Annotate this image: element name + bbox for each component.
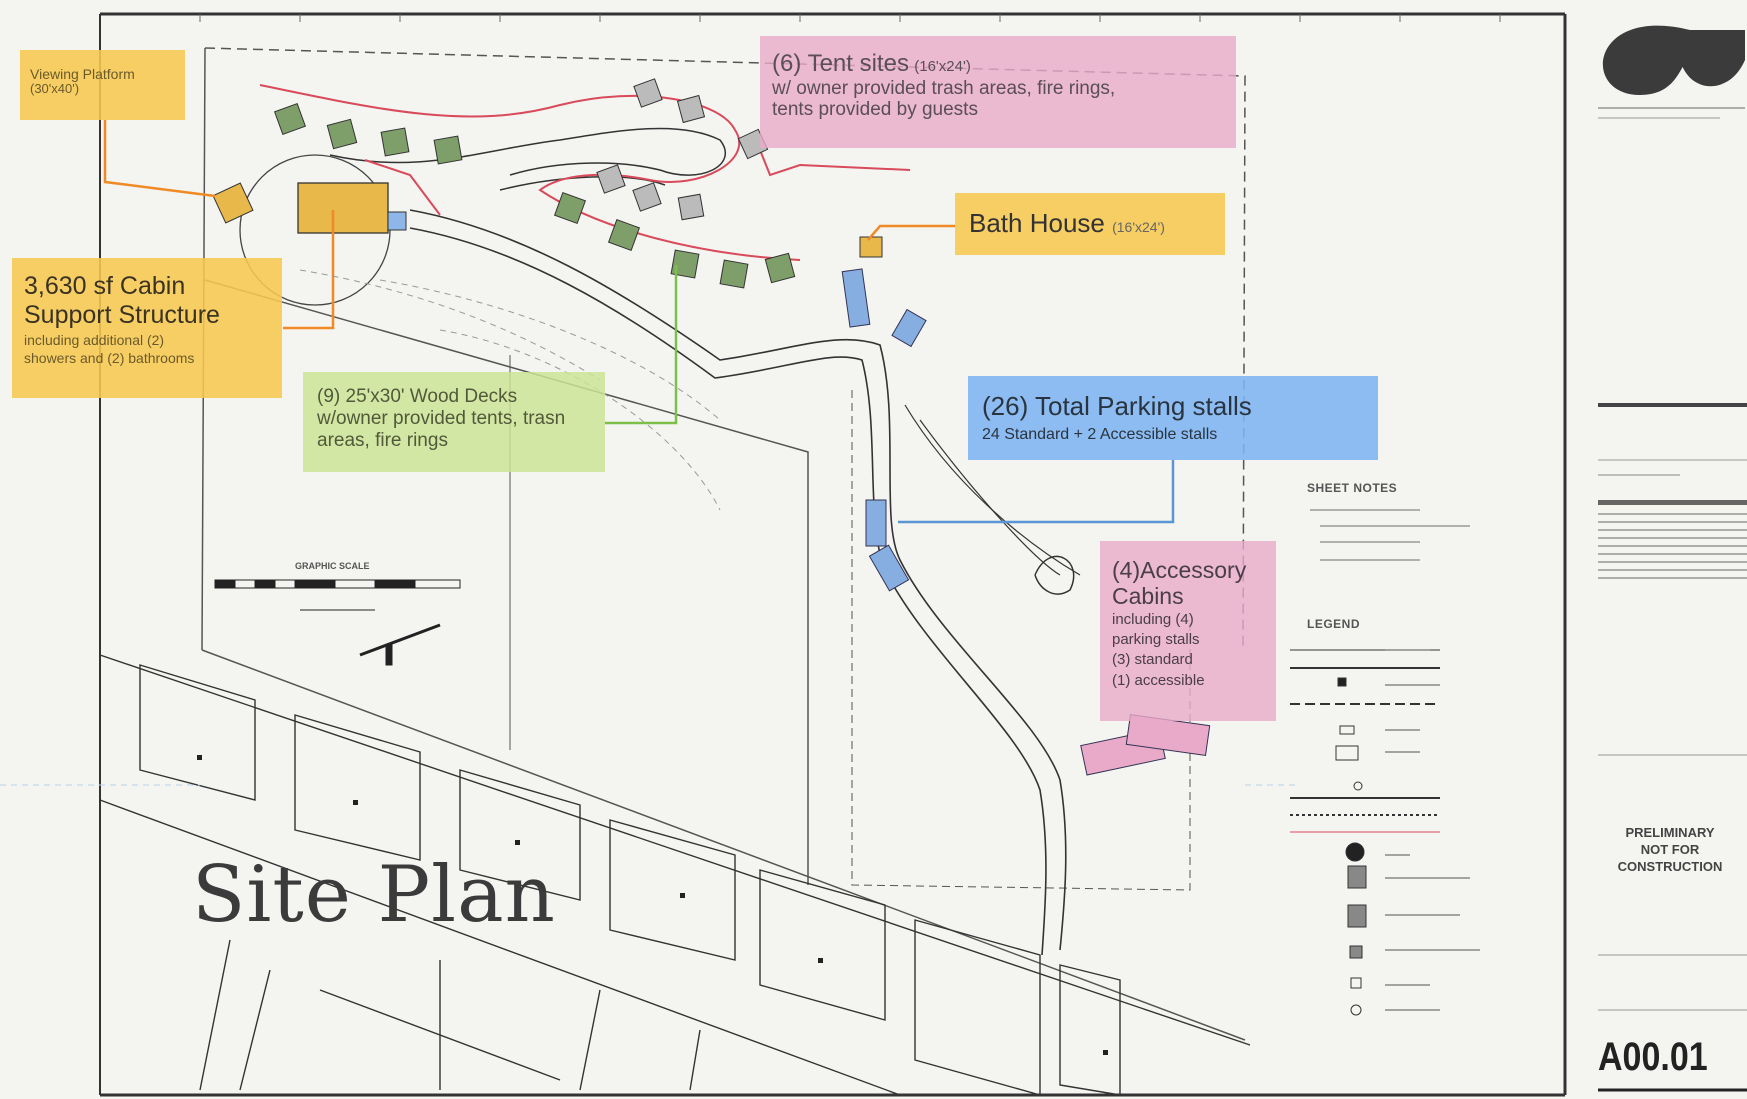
viewing-platform-dims: (30'x40') [30,81,80,97]
sheet-notes-lines [1310,509,1470,561]
bath-house-title: Bath House [969,208,1105,238]
viewing-platform-callout: Viewing Platform (30'x40') [20,50,185,120]
sheet-notes-heading: SHEET NOTES [1307,481,1398,495]
wood-decks-line3: areas, fire rings [317,429,448,451]
tent-sites-line2: tents provided by guests [772,99,978,121]
accessory-cabins-sub1: including (4) [1112,610,1194,628]
leader-lines [103,120,1175,524]
cabin-support-structure-footprint [297,182,389,234]
north-arrow-icon [359,623,441,666]
tent-sites-dims: (16'x24') [914,58,971,75]
sheet-frame [99,12,1567,1097]
graphic-scale-label: GRAPHIC SCALE [295,561,370,571]
bath-house-dims: (16'x24') [1112,219,1165,235]
legend-symbols [1290,649,1440,1016]
parking-stalls [841,268,1211,776]
preliminary-stamp: PRELIMINARY NOT FOR CONSTRUCTION [1595,825,1745,876]
preliminary-line2: NOT FOR [1640,841,1700,857]
sheet-title: Site Plan [192,850,556,940]
cabin-support-sub2: showers and (2) bathrooms [24,349,195,366]
viewing-platform-footprint [212,182,254,224]
cabin-support-line2: Support Structure [24,300,220,329]
cabin-support-callout: 3,630 sf Cabin Support Structure includi… [12,258,282,398]
tent-sites-title: (6) Tent sites [772,50,909,77]
tent-sites-line1: w/ owner provided trash areas, fire ring… [772,77,1116,99]
graphic-scale [214,579,461,611]
preliminary-line1: PRELIMINARY [1625,825,1715,840]
viewing-platform-title: Viewing Platform [30,66,135,82]
accessory-cabins-line2: Cabins [1112,583,1184,610]
wood-decks-line1: (9) 25'x30' Wood Decks [317,386,518,407]
preliminary-line3: CONSTRUCTION [1617,858,1723,874]
accessory-cabins-line1: (4)Accessory [1112,557,1247,583]
cabin-support-sub1: including additional (2) [24,331,165,348]
accessory-cabins-sub2: parking stalls [1112,631,1200,649]
wood-decks-callout: (9) 25'x30' Wood Decks w/owner provided … [303,372,605,472]
contour-lines [299,269,721,511]
tent-site-pads [596,78,769,221]
top-ruler-ticks [199,14,1501,22]
parking-title: (26) Total Parking stalls [982,391,1252,421]
accessory-cabins-callout: (4)Accessory Cabins including (4) parkin… [1100,541,1276,721]
tent-site-boundary [259,84,911,261]
parking-sub: 24 Standard + 2 Accessible stalls [982,425,1218,443]
sheet-number: A00.01 [1598,1035,1708,1079]
cabin-accessible-stall [387,211,407,231]
legend-heading: LEGEND [1307,617,1361,631]
legend-text-lines [1385,649,1480,1011]
title-block [1598,25,1747,1092]
access-road [409,209,1081,956]
lot-markers [197,755,1108,1055]
wood-decks [273,102,796,289]
wood-decks-line2: w/owner provided tents, trasn [317,407,566,429]
accessory-cabins-sub4: (1) accessible [1112,671,1205,689]
parking-callout: (26) Total Parking stalls 24 Standard + … [968,376,1378,460]
lot-grid [99,654,1251,1096]
accessory-cabins-sub3: (3) standard [1112,651,1193,669]
bath-house-callout: Bath House (16'x24') [955,193,1225,255]
tent-sites-callout: (6) Tent sites (16'x24') w/ owner provid… [760,36,1236,148]
cabin-support-line1: 3,630 sf Cabin [24,272,186,300]
bath-house-footprint [859,236,883,258]
